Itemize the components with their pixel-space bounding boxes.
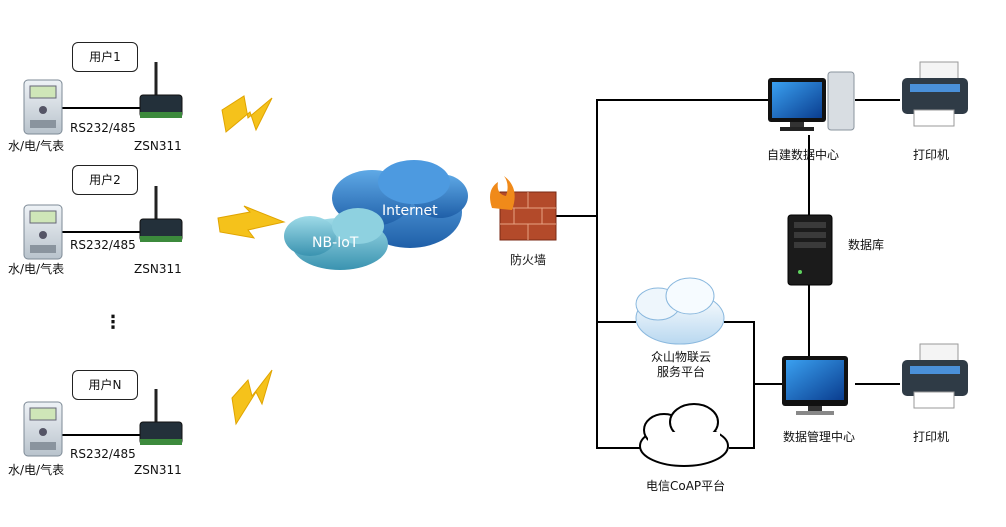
link-label: RS232/485 [70,121,136,135]
meter-label: 水/电/气表 [8,139,65,153]
printer-bottom-label: 打印机 [913,430,950,444]
zsn311-device-icon [139,389,183,445]
user1-box: 用户1 [72,42,138,72]
coap-platform-label: 电信CoAP平台 [646,479,726,493]
device-label: ZSN311 [134,463,182,477]
link-label: RS232/485 [70,447,136,461]
self-dc-label: 自建数据中心 [767,148,840,162]
monitor-icon [782,356,848,415]
meter-icon [23,204,63,260]
ellipsis: ⋮ [104,312,122,333]
database-server-icon [787,214,833,286]
firewall-icon [490,176,557,241]
meter-icon [23,79,63,135]
nbiot-cloud-icon [284,208,388,270]
nbiot-label: NB-IoT [312,235,359,251]
user2-box: 用户2 [72,165,138,195]
lightning-icon [217,205,286,239]
computer-icon [768,71,855,131]
wire-clouds-right [724,321,755,449]
lightning-icon [231,369,273,426]
internet-cloud-icon [332,160,468,248]
device-label: ZSN311 [134,139,182,153]
zsn-cloud-label-2: 服务平台 [656,365,705,379]
coap-cloud-icon [639,403,729,467]
firewall-label: 防火墙 [510,253,547,267]
zsn311-device-icon [139,186,183,242]
wire-backbone [596,99,768,449]
printer-top-label: 打印机 [913,148,950,162]
mgmt-center-label: 数据管理中心 [783,430,856,444]
zsn-cloud-icon [635,277,725,345]
meter-label: 水/电/气表 [8,463,65,477]
device-label: ZSN311 [134,262,182,276]
zsn-cloud-label-1: 众山物联云 [650,350,711,364]
printer-icon [902,343,968,409]
meter-label: 水/电/气表 [8,262,65,276]
meter-icon [23,401,63,457]
lightning-icon [221,95,273,133]
internet-label: Internet [382,203,438,219]
zsn311-device-icon [139,62,183,118]
link-label: RS232/485 [70,238,136,252]
printer-icon [902,61,968,127]
database-label: 数据库 [848,238,885,252]
userN-box: 用户N [72,370,138,400]
